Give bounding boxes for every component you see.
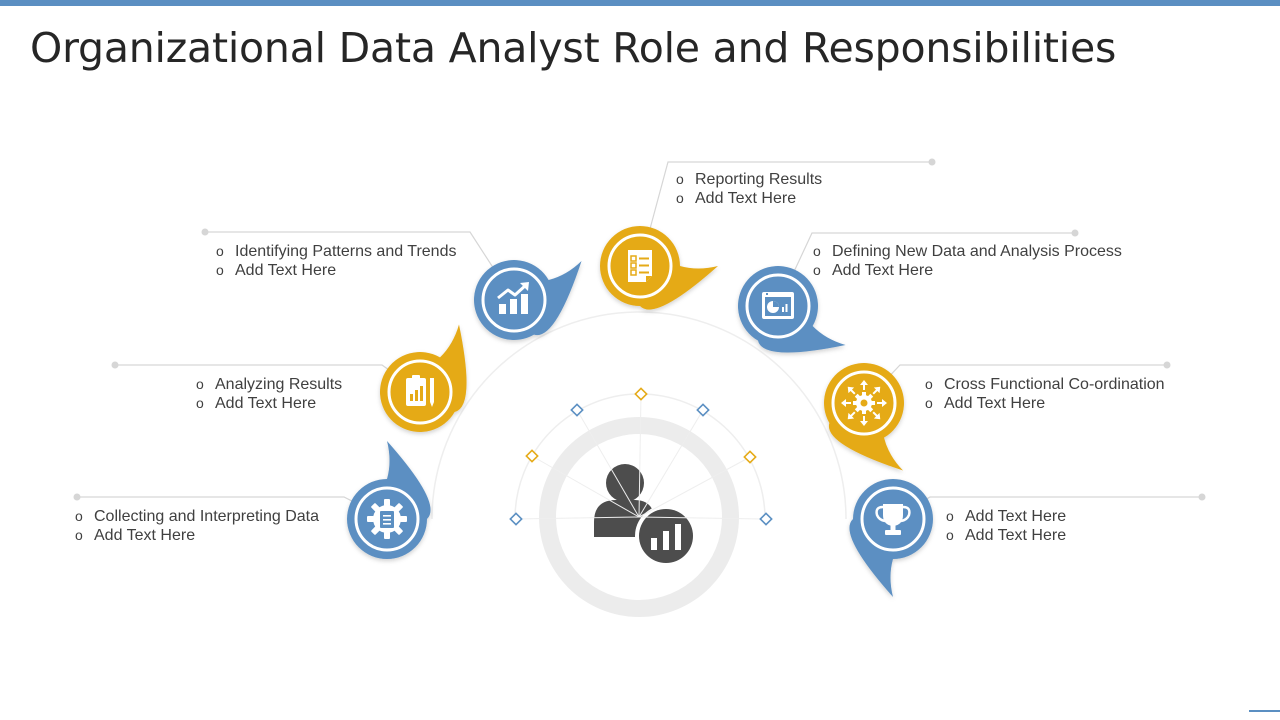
bullet-text: Defining New Data and Analysis Process	[813, 242, 1122, 261]
bullet-text: Add Text Here	[196, 394, 342, 413]
page-title: Organizational Data Analyst Role and Res…	[30, 24, 1117, 72]
spoke-line	[638, 516, 767, 520]
network-gear-icon	[841, 380, 887, 426]
arc-diamond-marker	[509, 512, 523, 526]
trend-chart-icon	[497, 282, 529, 314]
pin-inner-ring	[745, 273, 811, 339]
responsibility-item-3	[201, 228, 640, 518]
trophy-icon	[875, 504, 911, 535]
bullet-text: Add Text Here	[216, 261, 456, 280]
item-2-bullets: Analyzing ResultsAdd Text Here	[196, 375, 342, 413]
dashboard-icon	[762, 292, 794, 319]
top-accent-bar	[0, 0, 1280, 6]
checklist-icon	[628, 250, 652, 282]
spoke-line	[638, 393, 642, 518]
pin-inner-ring	[354, 486, 420, 552]
item-5-bullets: Defining New Data and Analysis ProcessAd…	[813, 242, 1122, 280]
spoke-line	[638, 456, 751, 518]
responsibility-item-5	[638, 229, 1079, 518]
leader-end-dot	[73, 493, 81, 501]
pin-marker	[600, 226, 718, 310]
responsibility-item-1	[73, 441, 640, 559]
responsibility-item-4	[600, 158, 936, 518]
arc-diamond-marker	[759, 512, 773, 526]
bullet-text: Reporting Results	[676, 170, 822, 189]
item-7-bullets: Add Text HereAdd Text Here	[946, 507, 1066, 545]
bullet-text: Add Text Here	[946, 526, 1066, 545]
leader-end-dot	[1071, 229, 1079, 237]
gear-document-icon	[367, 499, 407, 539]
bullet-text: Cross Functional Co-ordination	[925, 375, 1165, 394]
arc-diamond-marker	[634, 387, 648, 401]
item-1-bullets: Collecting and Interpreting DataAdd Text…	[75, 507, 319, 545]
bullet-text: Add Text Here	[925, 394, 1165, 413]
leader-end-dot	[111, 361, 119, 369]
arc-diamond-marker	[570, 403, 584, 417]
bullet-text: Add Text Here	[676, 189, 822, 208]
responsibility-item-2	[111, 324, 640, 518]
bullet-text: Collecting and Interpreting Data	[75, 507, 319, 526]
pin-inner-ring	[607, 233, 673, 299]
clipboard-chart-icon	[406, 375, 434, 407]
arc-diamond-marker	[743, 450, 757, 464]
arc-diamond-marker	[696, 403, 710, 417]
leader-end-dot	[928, 158, 936, 166]
item-3-bullets: Identifying Patterns and TrendsAdd Text …	[216, 242, 456, 280]
spoke-line	[531, 455, 640, 518]
spoke-line	[638, 409, 704, 518]
bullet-text: Add Text Here	[946, 507, 1066, 526]
bullet-text: Add Text Here	[75, 526, 319, 545]
leader-end-dot	[1163, 361, 1171, 369]
item-4-bullets: Reporting ResultsAdd Text Here	[676, 170, 822, 208]
arc-diamond-marker	[525, 449, 539, 463]
bullet-text: Add Text Here	[813, 261, 1122, 280]
bullet-text: Identifying Patterns and Trends	[216, 242, 456, 261]
item-6-bullets: Cross Functional Co-ordinationAdd Text H…	[925, 375, 1165, 413]
bullet-text: Analyzing Results	[196, 375, 342, 394]
pin-inner-ring	[860, 486, 926, 552]
pin-inner-ring	[387, 359, 453, 425]
spoke-line	[576, 409, 640, 518]
responsibility-item-7	[638, 479, 1206, 597]
leader-end-dot	[1198, 493, 1206, 501]
pin-inner-ring	[831, 370, 897, 436]
leader-end-dot	[201, 228, 209, 236]
responsibility-item-6	[638, 361, 1171, 518]
pin-inner-ring	[481, 267, 547, 333]
bottom-accent-mark	[1249, 710, 1280, 712]
spoke-line	[515, 516, 640, 520]
pin-marker	[849, 479, 933, 597]
